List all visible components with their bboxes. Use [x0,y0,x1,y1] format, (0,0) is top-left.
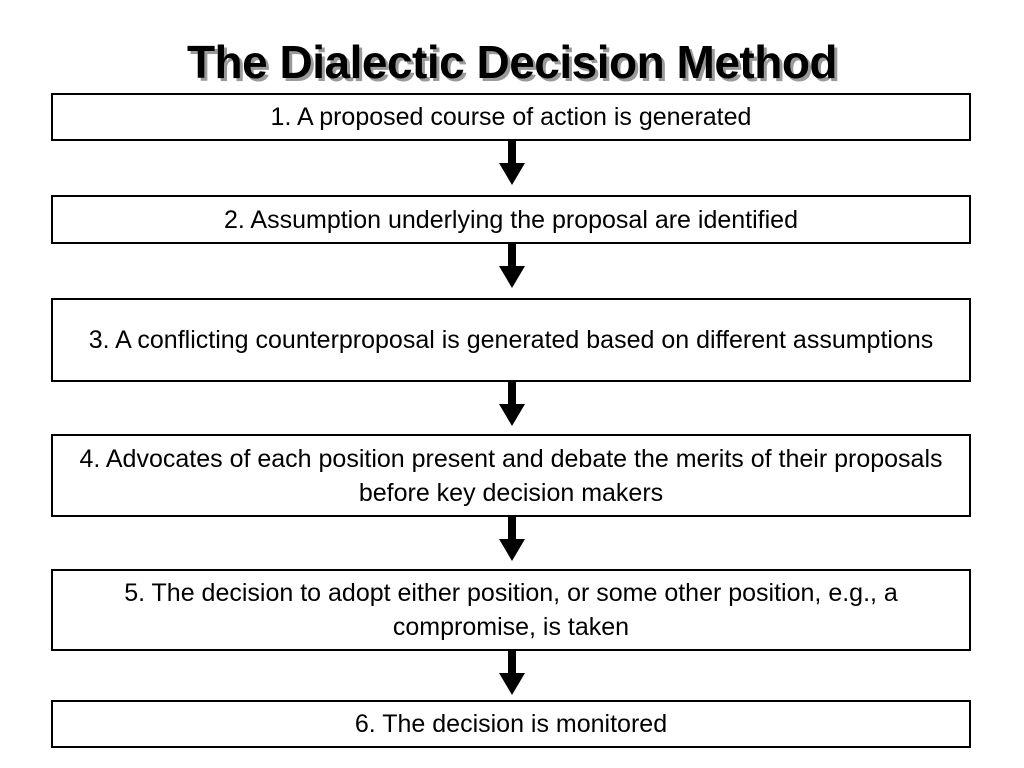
step-box-4: 4. Advocates of each position present an… [51,434,971,517]
step-text: 3. A conflicting counterproposal is gene… [88,326,934,354]
step-box-1: 1. A proposed course of action is genera… [51,93,971,141]
step-box-5: 5. The decision to adopt either position… [51,569,971,651]
down-arrow-icon [499,244,525,288]
step-box-3: 3. A conflicting counterproposal is gene… [51,298,971,382]
step-text: 2. Assumption underlying the proposal ar… [224,205,798,234]
step-text: 1. A proposed course of action is genera… [270,103,752,131]
down-arrow-icon [499,517,525,561]
down-arrow-icon [499,141,525,185]
down-arrow-icon [499,382,525,426]
step-text: 5. The decision to adopt either position… [124,579,898,641]
step-box-6: 6. The decision is monitored [51,700,971,748]
down-arrow-icon [499,651,525,695]
step-text: 6. The decision is monitored [354,710,668,738]
step-box-2: 2. Assumption underlying the proposal ar… [51,195,971,244]
step-text: 4. Advocates of each position present an… [79,444,943,507]
page-title: The Dialectic Decision Method [186,36,838,88]
